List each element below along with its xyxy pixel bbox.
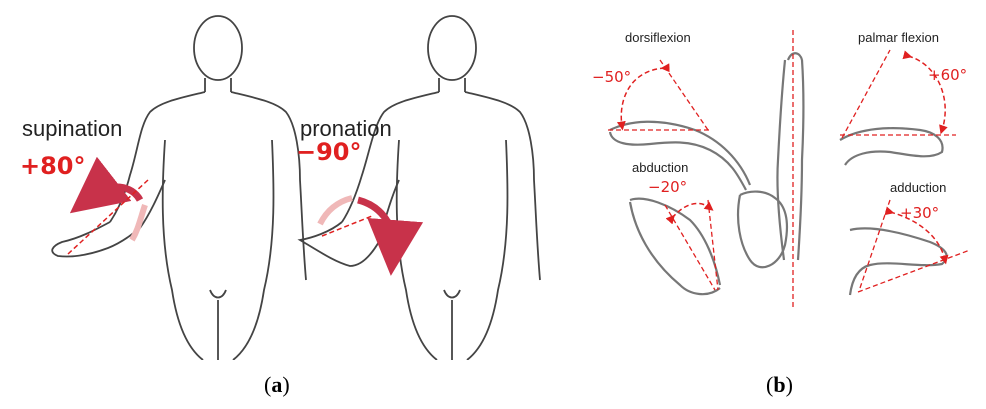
abduction-label: abduction	[632, 160, 688, 175]
adduction-label: adduction	[890, 180, 946, 195]
panel-a: supination +80° pronation −90°	[0, 0, 560, 360]
hand-adduction	[850, 228, 947, 295]
caption-b: (b)	[766, 372, 793, 398]
dorsiflexion-ref-diagonal	[660, 60, 708, 130]
hand-palmar-flexion	[840, 128, 943, 165]
pronation-angle: −90°	[296, 138, 362, 166]
panel-b: dorsiflexion −50° palmar flexion +60° ab…	[590, 20, 986, 320]
caption-a: (a)	[264, 372, 290, 398]
body-figure-pronation	[300, 16, 540, 360]
palmar-ref-diagonal	[842, 50, 890, 138]
adduction-angle: +30°	[900, 204, 939, 222]
pronation-arrow	[358, 200, 393, 248]
adduction-ref-line-2	[860, 200, 890, 288]
dorsiflexion-label: dorsiflexion	[625, 30, 691, 45]
caption-b-letter: b	[773, 372, 785, 397]
adduction-ref-line-1	[858, 250, 970, 292]
caption-a-letter: a	[271, 372, 282, 397]
abduction-angle: −20°	[648, 178, 687, 196]
dorsiflexion-angle: −50°	[592, 68, 631, 86]
abduction-ref-line-2	[708, 200, 718, 290]
body-figure-supination	[52, 16, 306, 360]
hand-vertical	[777, 53, 803, 260]
panel-a-illustration	[0, 0, 560, 360]
palmar-flexion-angle: +60°	[928, 66, 967, 84]
palmar-flexion-label: palmar flexion	[858, 30, 939, 45]
supination-angle: +80°	[20, 152, 86, 180]
hand-abduction	[630, 199, 720, 294]
supination-label: supination	[22, 116, 122, 142]
pronation-arrow-shadow	[320, 198, 352, 224]
pronation-ref-line	[322, 216, 372, 236]
